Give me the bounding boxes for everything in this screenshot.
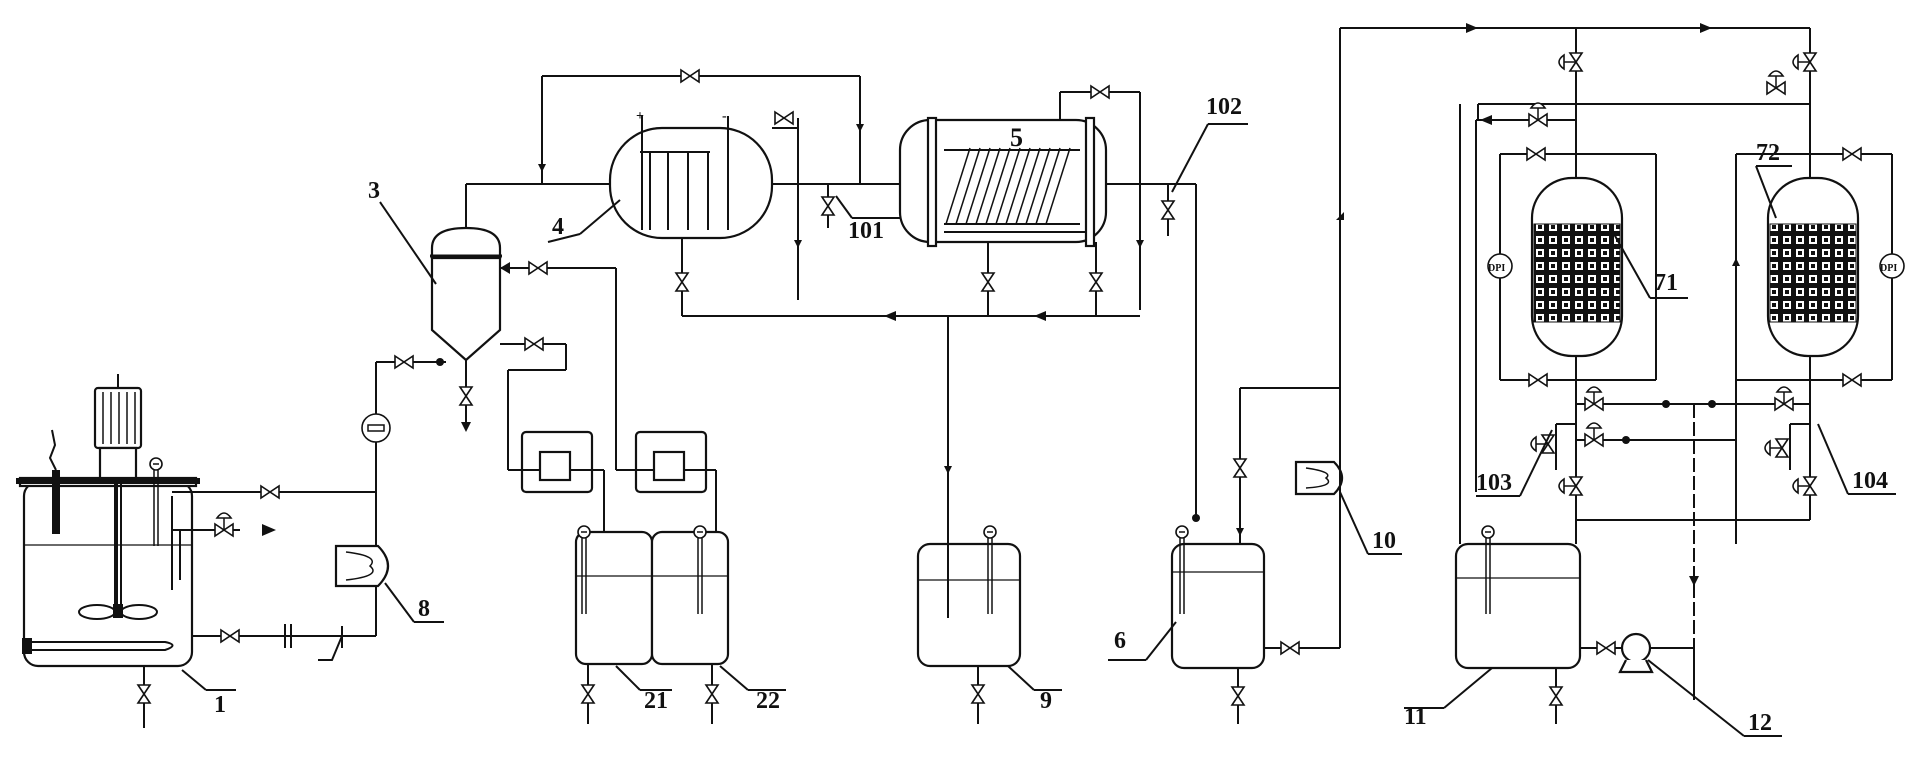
tag-21: 21	[644, 688, 668, 714]
tag-3: 3	[368, 178, 380, 204]
tag-4: 4	[552, 214, 564, 240]
tank-9	[916, 316, 1022, 724]
flowmeter	[361, 413, 391, 443]
separator-3	[430, 183, 610, 432]
column-72: DPI	[1732, 120, 1905, 544]
pump-10	[1233, 28, 1344, 655]
tag-101: 101	[848, 218, 884, 244]
tag-11: 11	[1404, 704, 1427, 730]
tag-103: 103	[1476, 470, 1512, 496]
tag-9: 9	[1040, 688, 1052, 714]
tag-12: 12	[1748, 710, 1772, 736]
tag-8: 8	[418, 596, 430, 622]
svg-text:+: +	[636, 109, 644, 124]
pump-12	[1618, 632, 1695, 700]
valve-102	[1161, 184, 1175, 236]
manifold	[1530, 386, 1817, 700]
impeller	[78, 604, 158, 620]
valve-101	[821, 184, 835, 228]
agitator-motor	[93, 374, 143, 610]
gauge-72: DPI	[1880, 263, 1897, 274]
tag-6: 6	[1114, 628, 1126, 654]
heater-vent	[772, 111, 802, 300]
top-header	[1340, 23, 1817, 544]
tag-104: 104	[1852, 468, 1888, 494]
reactor-drains	[675, 238, 1140, 321]
tag-22: 22	[756, 688, 780, 714]
tank-1-piping	[171, 362, 377, 661]
tag-5: 5	[1010, 123, 1023, 152]
heater-4: + -	[608, 109, 774, 240]
reactor-plates	[944, 147, 1086, 233]
tank-11	[1454, 525, 1624, 724]
gauge-71: DPI	[1488, 263, 1505, 274]
tag-72: 72	[1756, 140, 1780, 166]
heating-coil	[22, 638, 174, 654]
tag-102: 102	[1206, 94, 1242, 120]
tag-1: 1	[214, 692, 226, 718]
reactor-5	[898, 116, 1108, 248]
heater-bypass	[538, 69, 900, 185]
tag-71: 71	[1654, 270, 1678, 296]
svg-text:-: -	[722, 109, 727, 124]
tank-21	[574, 525, 654, 724]
condenser-22	[616, 430, 717, 532]
feed-to-separator	[376, 355, 446, 369]
condenser-21	[508, 430, 605, 532]
column-71: DPI	[1487, 120, 1657, 392]
tag-10: 10	[1372, 528, 1396, 554]
tank-6	[1170, 184, 1266, 724]
reactor-bypass	[1059, 85, 1196, 310]
tank-22	[650, 525, 730, 724]
tank-1-drain	[137, 666, 151, 728]
pump-8	[334, 544, 390, 588]
separator-return-lines	[500, 261, 617, 470]
ph-probe	[48, 429, 60, 534]
